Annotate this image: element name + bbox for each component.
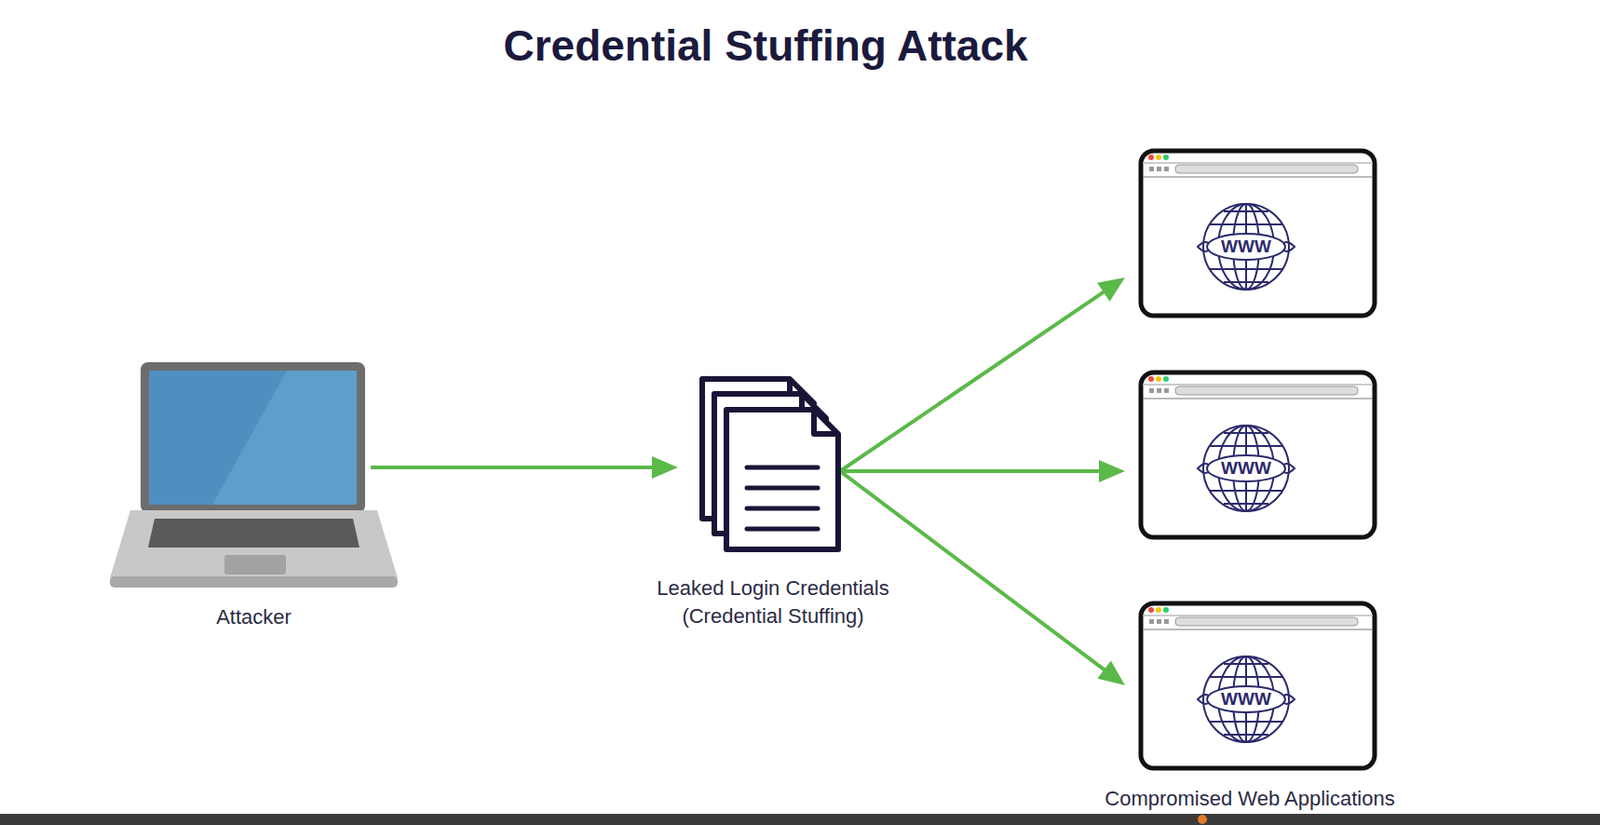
laptop-icon [109,362,398,590]
connector-line [840,471,1106,671]
browser-window [1138,600,1378,772]
group-label: Compromised Web Applications [1063,786,1437,812]
attacker-node: Attacker [109,362,398,632]
credentials-node: Leaked Login Credentials (Credential Stu… [633,375,913,631]
browser-node: WWW [1138,148,1378,319]
arrow-head [1098,460,1126,483]
arrow-connector [840,460,1126,483]
browser-window [1138,148,1378,319]
arrow-head [1097,661,1126,686]
connector-line [840,291,1105,472]
browser-node: WWW [1138,369,1378,541]
connector-line [840,469,1101,474]
browser-window [1138,369,1378,541]
arrow-connector [840,277,1126,472]
diagram-title: Credential Stuffing Attack [0,20,1532,71]
arrow-head [1097,277,1126,302]
browser-node: WWW [1138,600,1378,772]
globe-text: WWW [1220,457,1272,480]
globe-text: WWW [1220,235,1272,258]
documents-icon [698,375,848,555]
arrow-connector [370,456,678,479]
connector-line [370,465,654,470]
arrow-head [651,456,678,479]
node-label: Attacker [109,603,398,632]
globe-text: WWW [1220,688,1272,711]
node-label: Leaked Login Credentials (Credential Stu… [637,574,909,631]
